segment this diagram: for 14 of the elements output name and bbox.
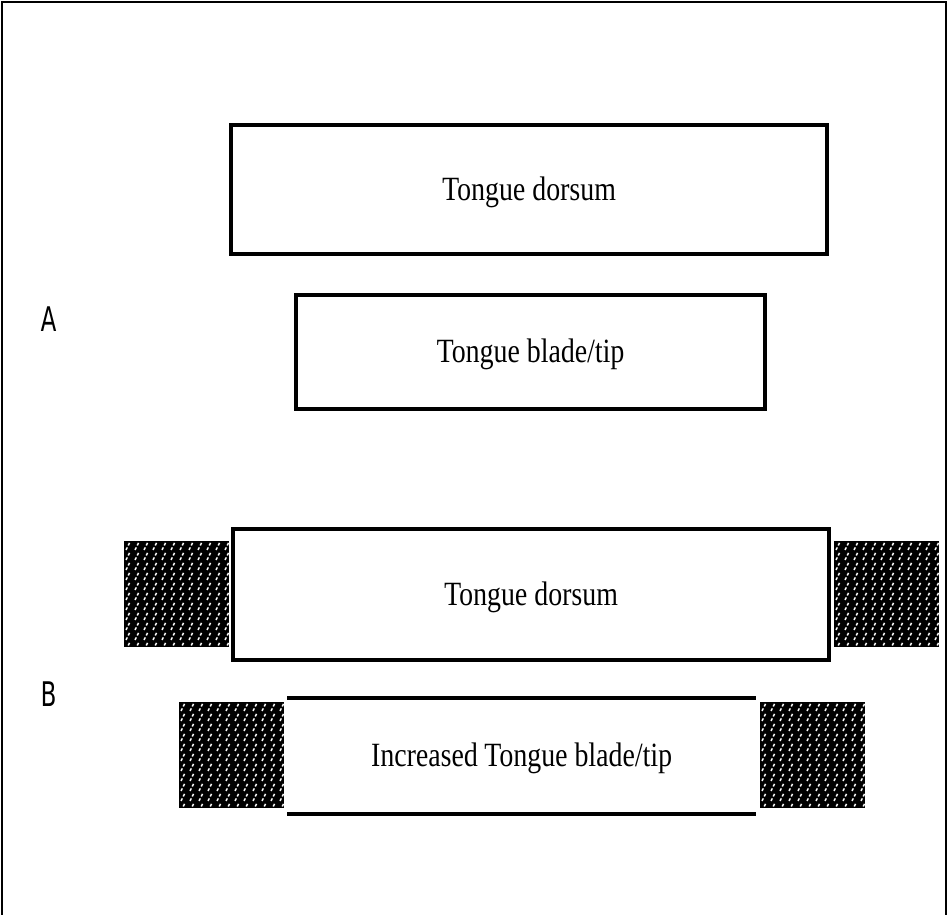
box-text: Increased Tongue blade/tip	[371, 737, 672, 775]
hatched-block	[124, 541, 229, 647]
panel-letter: A	[40, 300, 56, 340]
label-box	[229, 123, 829, 256]
label-box	[231, 527, 831, 662]
hatched-block	[760, 702, 865, 808]
panel-letter: B	[40, 675, 56, 715]
open-label-box	[287, 696, 756, 816]
label-box	[294, 293, 767, 411]
box-text: Tongue blade/tip	[436, 333, 624, 371]
box-text: Tongue dorsum	[444, 576, 618, 614]
box-text: Tongue dorsum	[442, 170, 616, 208]
hatched-block	[179, 702, 284, 808]
hatched-block	[834, 541, 939, 647]
